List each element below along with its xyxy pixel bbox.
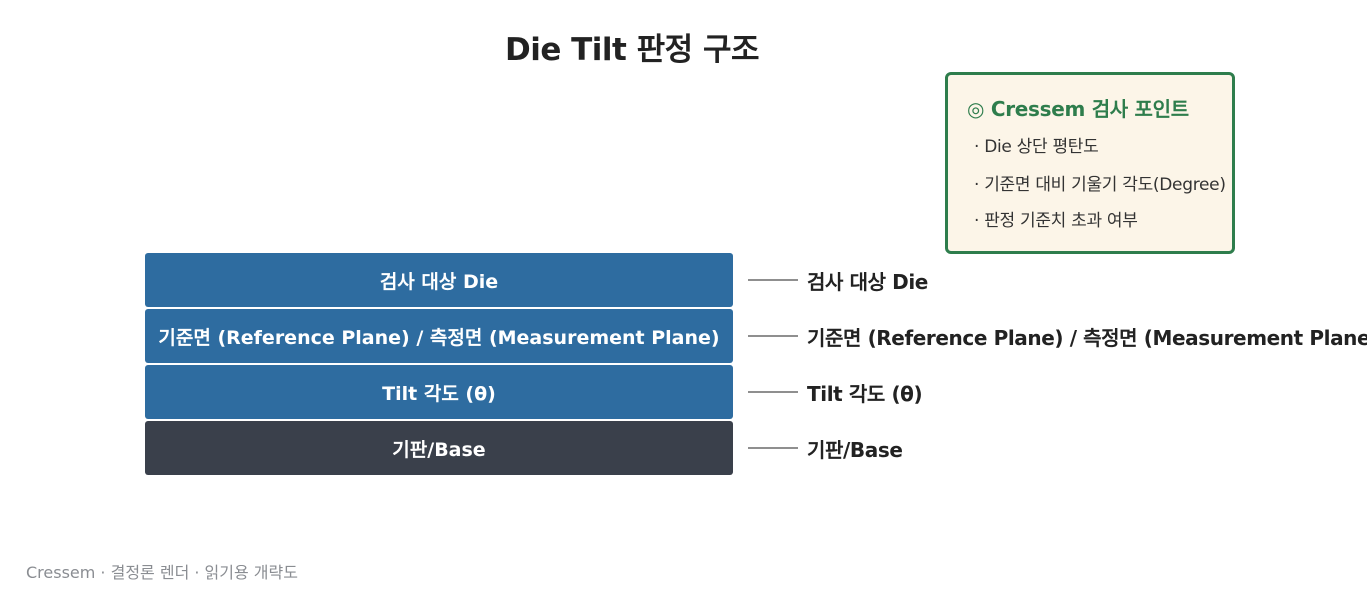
- layer-reference-plane: 기준면 (Reference Plane) / 측정면 (Measurement…: [145, 309, 733, 363]
- callout-item-threshold: · 판정 기준치 초과 여부: [974, 211, 1138, 231]
- side-label-row: 기판/Base: [748, 421, 1367, 475]
- side-label-base: 기판/Base: [807, 437, 903, 462]
- callout-item-flatness: · Die 상단 평탄도: [974, 137, 1099, 157]
- diagram-title: Die Tilt 판정 구조: [504, 32, 760, 68]
- connector-line: [748, 279, 798, 281]
- side-label-row: 기준면 (Reference Plane) / 측정면 (Measurement…: [748, 309, 1367, 363]
- callout-item-tilt-degree: · 기준면 대비 기울기 각도(Degree): [974, 175, 1226, 195]
- side-labels: 검사 대상 Die 기준면 (Reference Plane) / 측정면 (M…: [748, 253, 1367, 477]
- side-label-die: 검사 대상 Die: [807, 269, 928, 294]
- side-label-row: 검사 대상 Die: [748, 253, 1367, 307]
- side-label-row: Tilt 각도 (θ): [748, 365, 1367, 419]
- connector-line: [748, 447, 798, 449]
- callout-title: ◎ Cressem 검사 포인트: [967, 97, 1189, 121]
- layer-tilt-angle: Tilt 각도 (θ): [145, 365, 733, 419]
- side-label-reference-plane: 기준면 (Reference Plane) / 측정면 (Measurement…: [807, 325, 1367, 350]
- side-label-tilt-angle: Tilt 각도 (θ): [807, 381, 923, 406]
- layer-base: 기판/Base: [145, 421, 733, 475]
- layer-stack: 검사 대상 Die 기준면 (Reference Plane) / 측정면 (M…: [145, 253, 733, 477]
- connector-line: [748, 391, 798, 393]
- inspection-points-callout: ◎ Cressem 검사 포인트 · Die 상단 평탄도 · 기준면 대비 기…: [945, 72, 1235, 254]
- layer-die: 검사 대상 Die: [145, 253, 733, 307]
- connector-line: [748, 335, 798, 337]
- footer-caption: Cressem · 결정론 렌더 · 읽기용 개략도: [26, 563, 298, 582]
